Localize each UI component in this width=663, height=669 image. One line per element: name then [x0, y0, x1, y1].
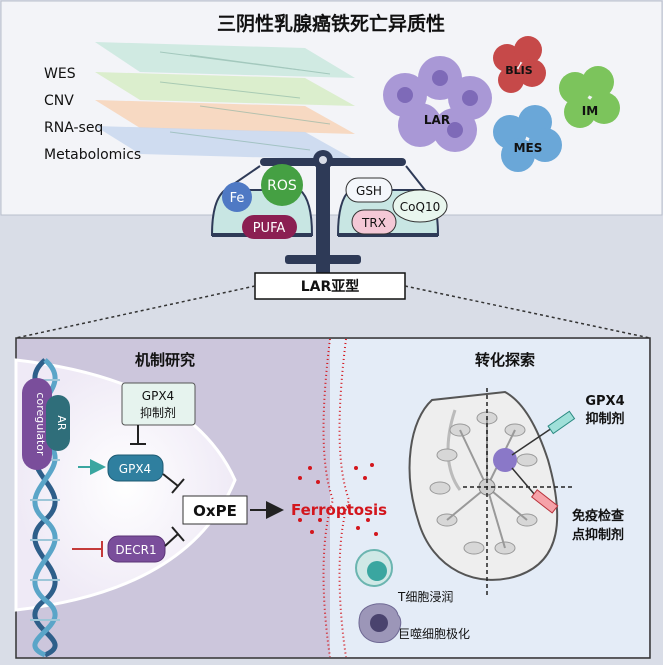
scale-post [316, 166, 330, 274]
fe-label: Fe [230, 191, 245, 206]
checkpoint-label-line2: 点抑制剂 [572, 527, 624, 543]
left-connector [15, 285, 256, 339]
checkpoint-label-line1: 免疫检查 [572, 508, 625, 524]
omics-label-cnv: CNV [44, 93, 74, 109]
coregulator-label: coregulator [34, 392, 47, 456]
checkpoint-syringe-icon [511, 467, 559, 514]
gpx4-inhibitor-line1: GPX4 [142, 389, 174, 403]
macrophage-nucleus [370, 614, 388, 632]
im-cluster [559, 66, 620, 128]
blis-cluster [493, 36, 546, 93]
omics-layer-stack [95, 42, 355, 160]
translation-title: 转化探索 [475, 351, 535, 369]
oxpe-label: OxPE [193, 502, 237, 520]
subtype-label-mes: MES [514, 141, 543, 155]
ferroptosis-burst [298, 463, 378, 536]
scale-beam [260, 158, 406, 166]
mechanism-title: 机制研究 [135, 351, 195, 369]
gpx4-inhibitor-label-line1: GPX4 [585, 394, 624, 409]
decr1-label: DECR1 [115, 543, 156, 557]
trx-bubble [351, 209, 397, 235]
omics-label-rnaseq: RNA-seq [44, 120, 103, 136]
gsh-bubble [345, 177, 393, 203]
subtype-label-im: IM [582, 104, 598, 118]
pufa-bubble [242, 215, 297, 239]
tumor-mass [493, 448, 517, 472]
gpx4-inhibitor-label-line2: 抑制剂 [585, 411, 624, 427]
layer-texture [159, 51, 331, 151]
lar-subtype-label: LAR亚型 [301, 278, 360, 295]
ar-label: AR [55, 415, 68, 431]
gsh-label: GSH [356, 184, 382, 198]
ros-label: ROS [267, 178, 297, 194]
macrophage-label: 巨噬细胞极化 [398, 626, 470, 641]
ros-bubble [261, 164, 303, 206]
metabolomics-layer [95, 126, 355, 160]
coq10-bubble [392, 189, 448, 223]
gpx4-inhibitor-line2: 抑制剂 [140, 405, 176, 420]
subtype-label-blis: BLIS [505, 64, 532, 77]
coregulator-pill [22, 378, 52, 470]
omics-label-metabolomics: Metabolomics [44, 147, 141, 163]
t-cell-label: T细胞浸润 [397, 590, 453, 604]
gpx4-node [107, 454, 164, 482]
t-cell-nucleus [367, 561, 387, 581]
gpx4-label: GPX4 [119, 462, 151, 476]
decr1-node [107, 535, 166, 563]
subtype-label-lar: LAR [424, 113, 450, 127]
decr1-inhibits-oxpe-bar [171, 526, 185, 542]
oxpe-box [182, 495, 248, 525]
decr1-inhibits-oxpe-line [164, 533, 179, 547]
ar-pill [46, 395, 70, 451]
trx-label: TRX [361, 216, 386, 230]
figure-title: 三阴性乳腺癌铁死亡异质性 [217, 12, 445, 35]
lar-cluster [383, 56, 492, 152]
fe-bubble [222, 182, 252, 212]
gpx4-inhibitor-box [121, 382, 196, 426]
gpx4-syringe-icon [511, 410, 576, 456]
gpx4-inhibits-oxpe-line [162, 473, 179, 487]
pufa-label: PUFA [253, 221, 286, 236]
omics-label-wes: WES [44, 66, 76, 82]
ferroptosis-label: Ferroptosis [291, 501, 387, 519]
gpx4-inhibits-oxpe-bar [171, 478, 185, 494]
scale-base [285, 255, 361, 264]
mes-cluster [493, 105, 562, 172]
rnaseq-layer [95, 100, 355, 134]
coq10-label: CoQ10 [400, 200, 440, 214]
